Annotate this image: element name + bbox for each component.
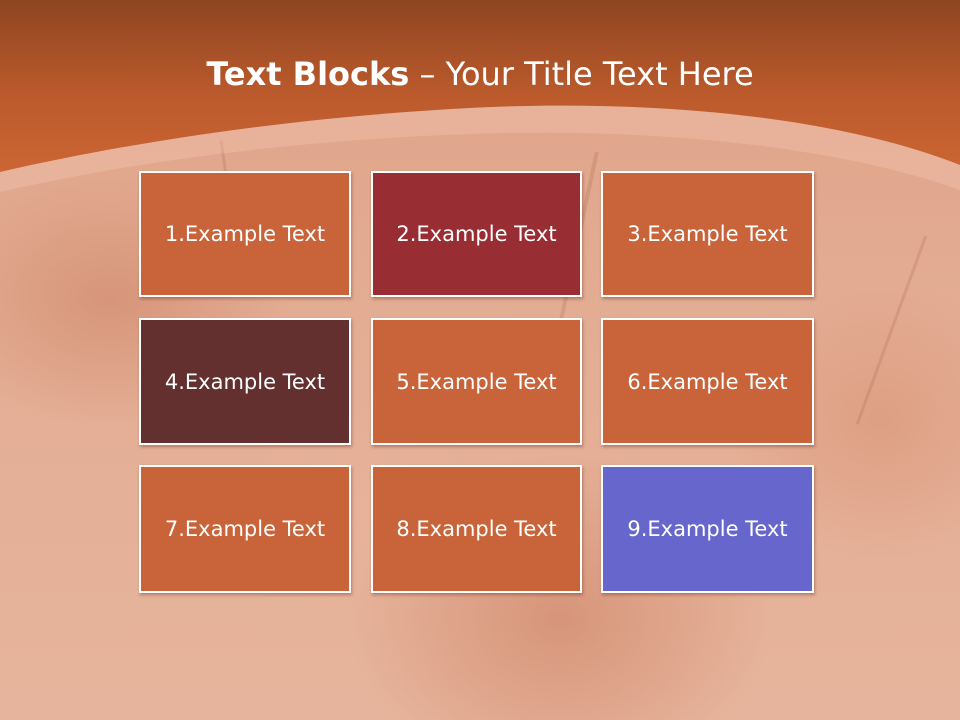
text-block-label: 4.Example Text <box>164 369 326 394</box>
text-block-2[interactable]: 2.Example Text <box>371 171 582 297</box>
text-block-3[interactable]: 3.Example Text <box>601 171 814 297</box>
title-bold: Text Blocks <box>206 55 410 93</box>
header-band <box>0 0 960 192</box>
text-block-9[interactable]: 9.Example Text <box>601 465 814 593</box>
text-block-4[interactable]: 4.Example Text <box>139 318 351 445</box>
text-block-8[interactable]: 8.Example Text <box>371 465 582 593</box>
text-block-6[interactable]: 6.Example Text <box>601 318 814 445</box>
text-block-label: 9.Example Text <box>627 517 788 541</box>
title-separator: – <box>409 55 446 93</box>
rock-texture <box>855 235 928 425</box>
text-block-label: 6.Example Text <box>627 369 788 394</box>
text-block-1[interactable]: 1.Example Text <box>139 171 351 297</box>
text-block-label: 2.Example Text <box>396 222 557 246</box>
text-block-7[interactable]: 7.Example Text <box>139 465 351 593</box>
slide-title: Text Blocks – Your Title Text Here <box>0 55 960 93</box>
title-text: Your Title Text Here <box>445 55 754 93</box>
text-block-label: 7.Example Text <box>164 517 326 541</box>
text-block-label: 8.Example Text <box>396 517 557 541</box>
text-block-label: 1.Example Text <box>164 222 326 246</box>
text-block-label: 3.Example Text <box>627 222 788 246</box>
text-block-label: 5.Example Text <box>396 369 557 394</box>
text-block-5[interactable]: 5.Example Text <box>371 318 582 445</box>
